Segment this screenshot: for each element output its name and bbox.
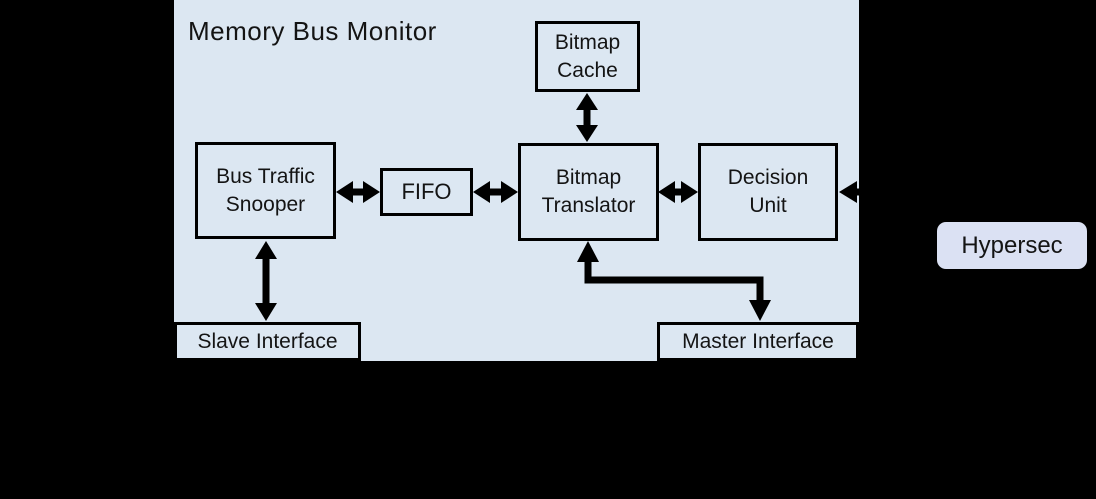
panel-title: Memory Bus Monitor [188,16,437,46]
block-decision-unit: Decision Unit [698,143,838,241]
block-bitmap-cache: Bitmap Cache [535,21,640,92]
block-bitmap-translator: Bitmap Translator [518,143,659,241]
block-fifo: FIFO [380,168,473,216]
hypersec-label: Hypersec [937,222,1087,269]
block-master-interface: Master Interface [657,322,859,361]
block-slave-interface: Slave Interface [174,322,361,361]
block-bus-traffic-snooper: Bus Traffic Snooper [195,142,336,239]
